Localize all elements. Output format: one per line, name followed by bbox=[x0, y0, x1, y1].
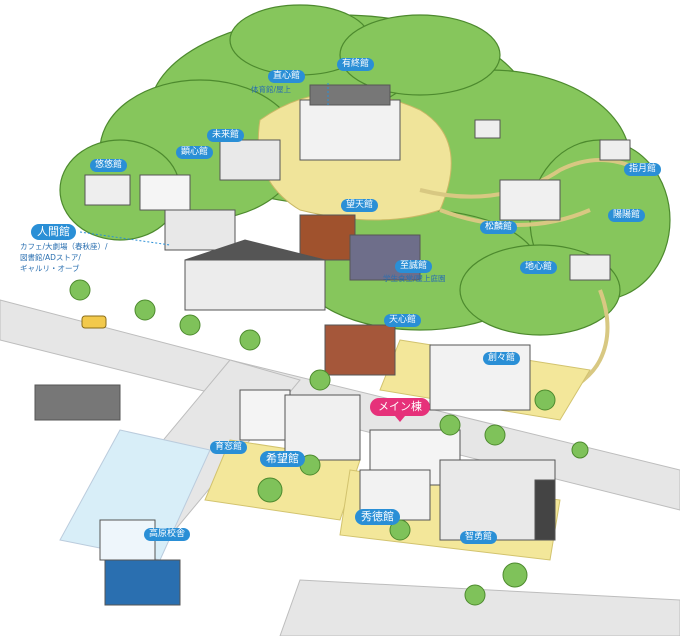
label-yuyu[interactable]: 悠悠館 bbox=[90, 159, 128, 172]
label-shosei[interactable]: 至誠館 bbox=[395, 260, 433, 273]
label-ningen-sub-1: カフェ/大劇場（春秋座）/ bbox=[20, 242, 108, 251]
label-shosei-sub: 学生食堂/屋上庭園 bbox=[383, 274, 446, 283]
label-iku[interactable]: 育窓館 bbox=[210, 441, 248, 454]
label-yushin[interactable]: 有終館 bbox=[337, 58, 375, 71]
label-shutoku[interactable]: 秀徳館 bbox=[355, 509, 400, 525]
label-chokushin-sub: 体育館/屋上 bbox=[251, 85, 292, 94]
label-ningen[interactable]: 人間館 bbox=[31, 224, 76, 240]
label-chokushin[interactable]: 直心館 bbox=[268, 70, 306, 83]
buildings bbox=[34, 84, 631, 606]
leader-lines bbox=[79, 83, 329, 246]
label-kogen[interactable]: 高原校舎 bbox=[144, 528, 191, 541]
label-shorin[interactable]: 松麟館 bbox=[480, 221, 518, 234]
label-yoyo[interactable]: 陽陽館 bbox=[608, 209, 646, 222]
label-kibou[interactable]: 希望館 bbox=[260, 451, 305, 467]
label-ningen-sub-2: 図書館/ADストア/ bbox=[20, 253, 81, 262]
label-main-building[interactable]: メイン棟 bbox=[370, 398, 430, 422]
label-chishin[interactable]: 地心館 bbox=[520, 261, 558, 274]
label-tenshin[interactable]: 天心館 bbox=[384, 314, 422, 327]
label-chiyu[interactable]: 智勇館 bbox=[460, 531, 498, 544]
label-mirai[interactable]: 未来館 bbox=[207, 129, 245, 142]
label-kenshin[interactable]: 顕心館 bbox=[176, 146, 214, 159]
label-boten[interactable]: 望天館 bbox=[341, 199, 379, 212]
street-trees bbox=[69, 279, 589, 606]
label-ningen-sub-3: ギャルリ・オーブ bbox=[20, 264, 80, 273]
label-soso[interactable]: 創々館 bbox=[483, 352, 521, 365]
label-shigetsu[interactable]: 指月館 bbox=[624, 163, 662, 176]
car bbox=[81, 315, 107, 329]
